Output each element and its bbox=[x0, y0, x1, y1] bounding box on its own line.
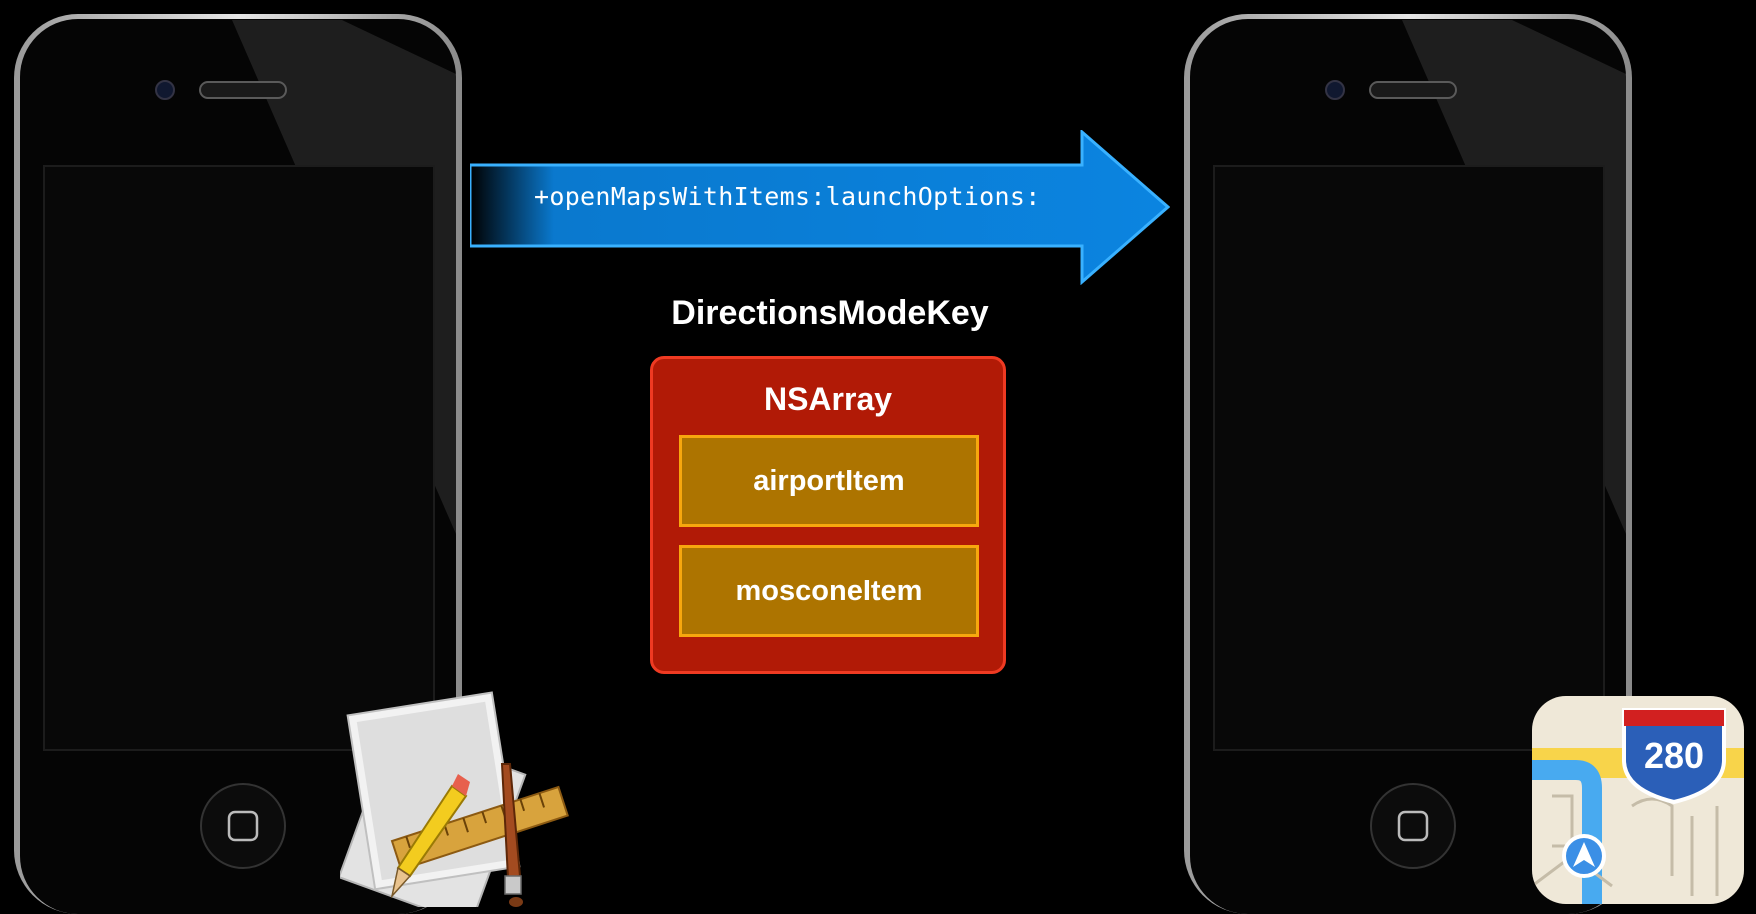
right-iphone bbox=[1182, 14, 1634, 914]
nsarray-title: NSArray bbox=[763, 381, 893, 417]
moscone-item-box: mosconeItem bbox=[679, 545, 979, 637]
maps-app-icon: 280 bbox=[1532, 696, 1744, 904]
directions-mode-key-label: DirectionsModeKey bbox=[671, 294, 989, 332]
airport-item-box: airportItem bbox=[679, 435, 979, 527]
method-label: +openMapsWithItems:launchOptions: bbox=[534, 182, 1041, 211]
call-arrow: +openMapsWithItems:launchOptions: bbox=[470, 130, 1170, 285]
nsarray-container: NSArray airportItem mosconeItem bbox=[650, 356, 1006, 674]
left-iphone bbox=[12, 14, 464, 914]
route-280-shield: 280 bbox=[1644, 735, 1704, 776]
developer-app-icon bbox=[340, 690, 570, 907]
